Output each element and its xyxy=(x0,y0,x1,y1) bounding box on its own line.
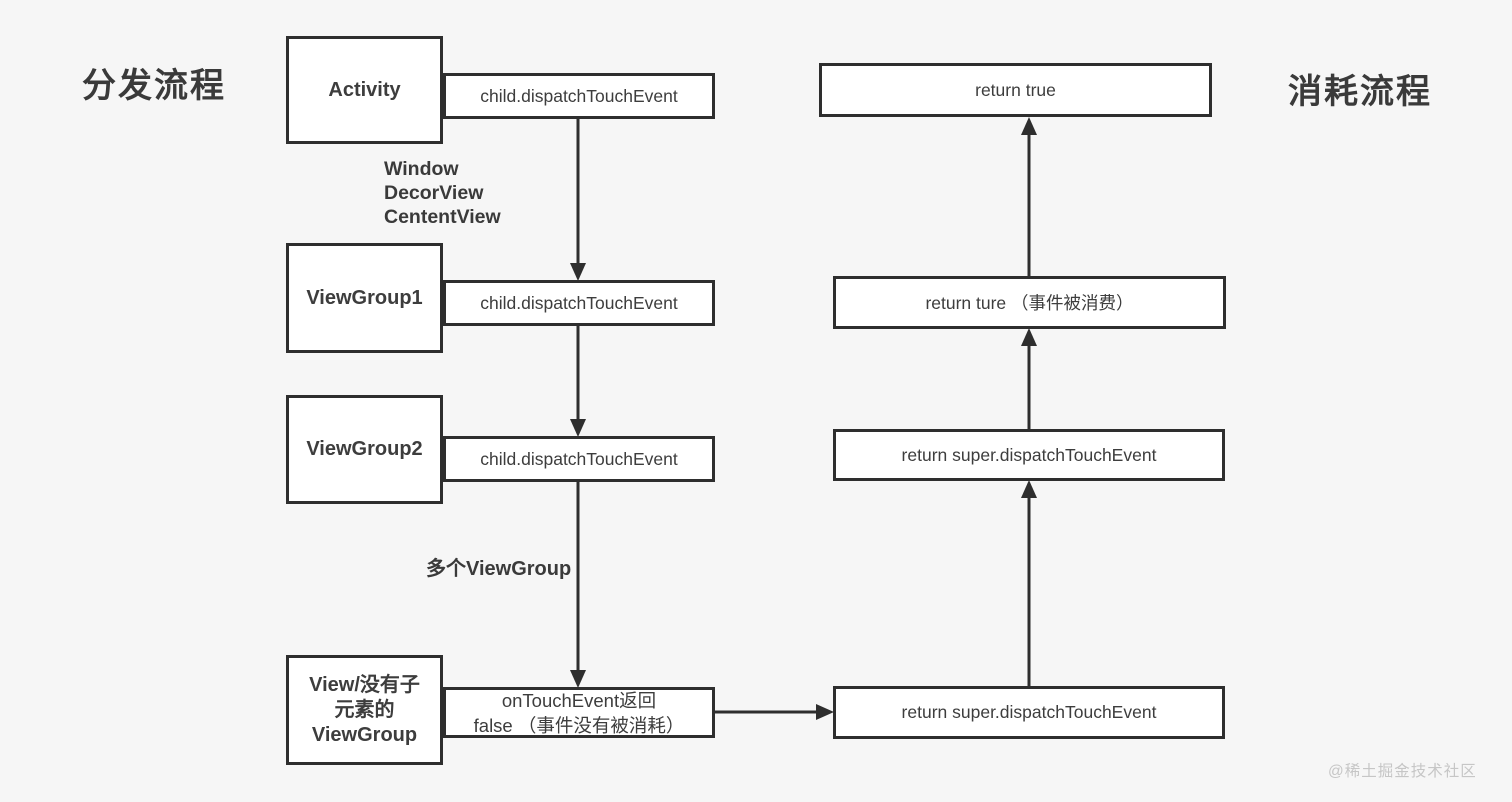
annotation-window-line-1: Window xyxy=(384,158,459,180)
box-return-super-1: return super.dispatchTouchEvent xyxy=(833,429,1225,481)
dispatch-flow-title: 分发流程 xyxy=(82,67,226,105)
box-child-dispatch-1: child.dispatchTouchEvent xyxy=(443,73,715,119)
box-return-super-1-label: return super.dispatchTouchEvent xyxy=(901,444,1157,465)
node-view-no-children: View/没有子 元素的 ViewGroup xyxy=(286,655,443,765)
arrow-activity-to-viewgroup1 xyxy=(570,119,586,281)
box-return-true: return true xyxy=(819,63,1212,117)
watermark: @稀土掘金技术社区 xyxy=(1328,763,1477,780)
arrow-return-super-1-to-return-ture xyxy=(1021,328,1037,429)
annotation-multi-viewgroup: 多个ViewGroup xyxy=(426,558,572,580)
box-child-dispatch-2: child.dispatchTouchEvent xyxy=(443,280,715,326)
node-viewgroup1-label: ViewGroup1 xyxy=(306,286,423,309)
node-activity-label: Activity xyxy=(328,78,401,101)
box-return-ture-label: return ture （事件被消费） xyxy=(925,293,1134,313)
box-return-super-2: return super.dispatchTouchEvent xyxy=(833,686,1225,739)
box-ontouchevent-line-2: false （事件没有被消耗） xyxy=(473,714,685,736)
arrow-return-super-2-to-return-super-1 xyxy=(1021,480,1037,686)
node-view-line-3: ViewGroup xyxy=(311,723,418,746)
box-return-true-label: return true xyxy=(975,79,1056,100)
box-return-super-2-label: return super.dispatchTouchEvent xyxy=(901,702,1157,722)
box-child-dispatch-1-label: child.dispatchTouchEvent xyxy=(480,85,678,106)
consume-flow-title: 消耗流程 xyxy=(1288,73,1432,111)
box-child-dispatch-3: child.dispatchTouchEvent xyxy=(443,436,715,482)
box-child-dispatch-3-label: child.dispatchTouchEvent xyxy=(480,448,678,469)
node-view-line-1: View/没有子 xyxy=(309,673,420,696)
annotation-window-decorview: Window DecorView CententView xyxy=(384,157,501,229)
box-ontouchevent-false: onTouchEvent返回 false （事件没有被消耗） xyxy=(443,687,715,738)
arrow-return-ture-to-return-true xyxy=(1021,117,1037,276)
annotation-window-line-3: CententView xyxy=(384,206,501,228)
arrow-viewgroup2-to-view xyxy=(570,482,586,688)
node-view-line-2: 元素的 xyxy=(334,698,395,721)
node-activity: Activity xyxy=(286,36,443,144)
box-return-ture-consumed: return ture （事件被消费） xyxy=(833,276,1226,329)
box-ontouchevent-line-1: onTouchEvent返回 xyxy=(501,689,657,711)
node-viewgroup2-label: ViewGroup2 xyxy=(306,438,423,460)
annotation-window-line-2: DecorView xyxy=(384,182,484,204)
arrow-viewgroup1-to-viewgroup2 xyxy=(570,326,586,437)
node-viewgroup1: ViewGroup1 xyxy=(286,243,443,353)
arrow-ontouch-to-return-super-2 xyxy=(715,704,834,720)
box-child-dispatch-2-label: child.dispatchTouchEvent xyxy=(480,292,678,313)
node-viewgroup2: ViewGroup2 xyxy=(286,395,443,504)
